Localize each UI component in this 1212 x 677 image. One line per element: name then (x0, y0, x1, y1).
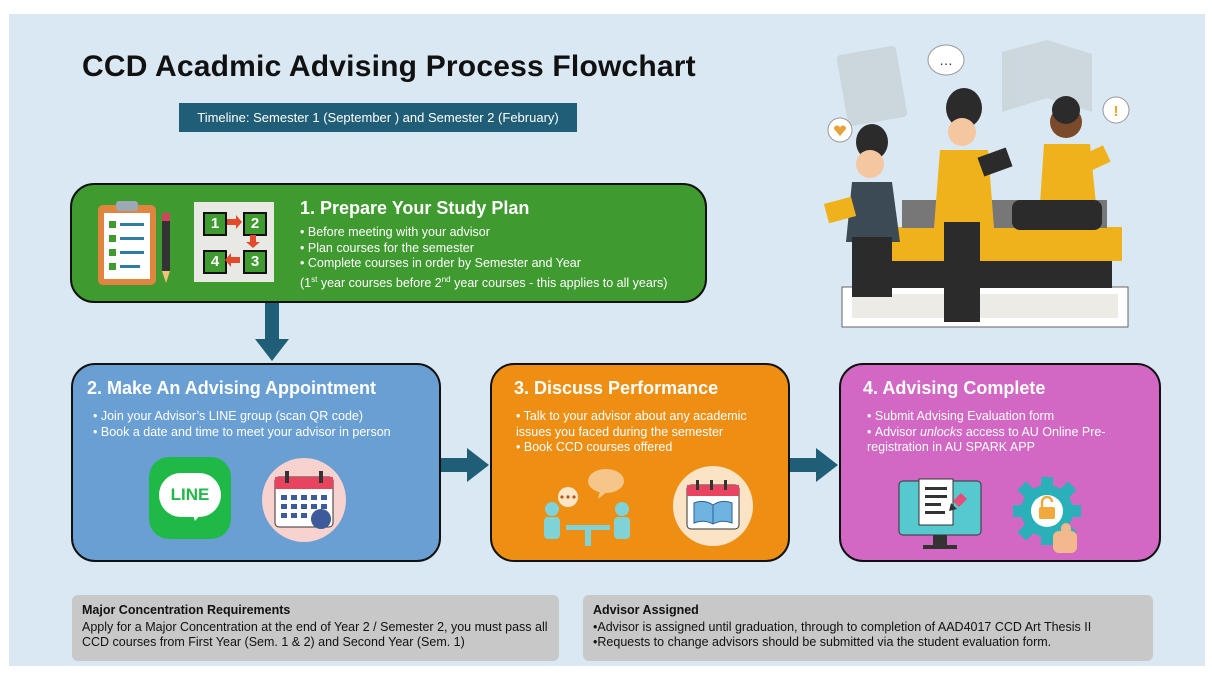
advisor-bullets: Advisor is assigned until graduation, th… (593, 620, 1143, 651)
major-concentration-note: Major Concentration Requirements Apply f… (72, 595, 559, 661)
step1-title: 1. Prepare Your Study Plan (300, 198, 530, 218)
step4-bullets: • Submit Advising Evaluation form • Advi… (867, 409, 1147, 456)
arrow-right (441, 448, 489, 482)
unlock-gear-icon (1013, 477, 1081, 553)
evaluation-form-icon (898, 478, 982, 549)
page-title: CCD Acadmic Advising Process Flowchart (82, 50, 696, 83)
arrow-down (255, 303, 289, 361)
students-reading-illustration: … ! (823, 40, 1130, 328)
advisor-bullet: Advisor is assigned until graduation, th… (593, 620, 1143, 636)
advisor-heading: Advisor Assigned (593, 603, 699, 617)
step2-bullet: Join your Advisor’s LINE group (scan QR … (93, 409, 391, 425)
step2-title: 2. Make An Advising Appointment (87, 378, 377, 398)
step1-box: 1 2 4 3 1. Prepare Your Study Plan Befor… (70, 183, 707, 303)
step3-title: 3. Discuss Performance (514, 378, 719, 398)
step3-bullets: Talk to your advisor about any academic … (516, 409, 778, 456)
clipboard-icon (98, 201, 170, 285)
arrow-right (790, 448, 838, 482)
exclaim-bubble: ! (1114, 103, 1119, 120)
step4-title: 4. Advising Complete (863, 378, 1046, 398)
step3-box: 3. Discuss Performance Talk to your advi… (490, 363, 790, 562)
step1-bullet: Complete courses in order by Semester an… (300, 256, 581, 272)
step1-note: (1st year courses before 2nd year course… (300, 275, 668, 291)
step1-bullet: Plan courses for the semester (300, 241, 581, 257)
step4-bullet: • Advisor unlocks access to AU Online Pr… (867, 424, 1106, 455)
timeline-banner: Timeline: Semester 1 (September ) and Se… (179, 103, 577, 132)
thought-bubble-dots: … (939, 52, 953, 68)
major-heading: Major Concentration Requirements (82, 603, 291, 617)
major-text: Apply for a Major Concentration at the e… (82, 619, 548, 650)
meeting-icon (544, 469, 630, 546)
advisor-bullet: Requests to change advisors should be su… (593, 635, 1143, 651)
step1-bullet: Before meeting with your advisor (300, 225, 581, 241)
course-book-icon (673, 466, 753, 546)
step3-bullet: Book CCD courses offered (516, 440, 778, 456)
step2-bullets: Join your Advisor’s LINE group (scan QR … (93, 409, 391, 440)
step2-bullet: Book a date and time to meet your adviso… (93, 425, 391, 441)
advisor-assigned-note: Advisor Assigned Advisor is assigned unt… (583, 595, 1153, 661)
calendar-icon (262, 458, 346, 542)
line-app-icon: LINE (149, 457, 231, 539)
line-logo-text: LINE (170, 485, 210, 504)
step1-bullets: Before meeting with your advisor Plan co… (300, 225, 581, 272)
step2-box: 2. Make An Advising Appointment Join you… (71, 363, 441, 562)
order-grid-icon: 1 2 4 3 (194, 202, 274, 282)
step4-bullet: • Submit Advising Evaluation form (867, 409, 1055, 423)
step3-bullet: Talk to your advisor about any academic … (516, 409, 778, 440)
step4-box: 4. Advising Complete • Submit Advising E… (839, 363, 1161, 562)
